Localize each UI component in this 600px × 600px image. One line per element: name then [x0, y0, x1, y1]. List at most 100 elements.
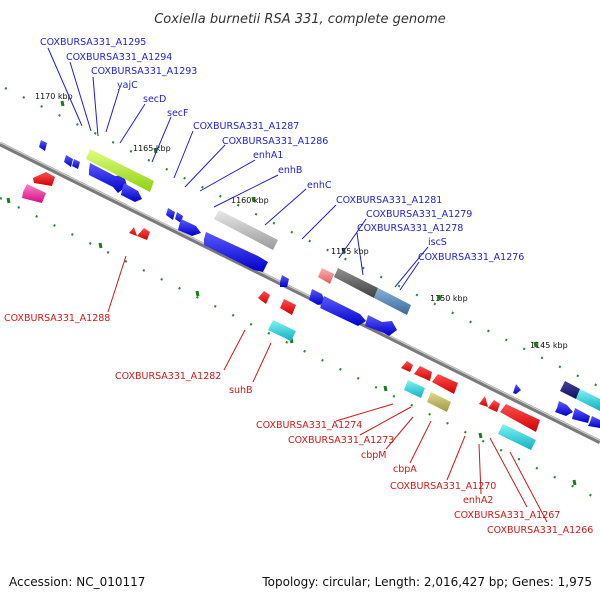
gene-box-cyan[interactable]	[498, 424, 536, 450]
callout-line	[119, 103, 146, 144]
callout-line	[301, 204, 337, 240]
gene-label[interactable]: COXBURSA331_A1266	[487, 525, 593, 536]
gene-arrow[interactable]	[432, 374, 458, 394]
gene-label[interactable]: COXBURSA331_A1274	[256, 420, 362, 431]
gene-label[interactable]: cbpM	[361, 450, 386, 461]
gene-arrow[interactable]	[204, 232, 268, 272]
gene-label[interactable]: COXBURSA331_A1286	[222, 136, 328, 147]
genome-summary-text: Topology: circular; Length: 2,016,427 bp…	[261, 575, 592, 589]
callout-line	[409, 420, 432, 464]
forward-gene-labels: COXBURSA331_A1295 COXBURSA331_A1294 COXB…	[40, 37, 524, 263]
tick-mark	[572, 479, 577, 486]
callout-line	[252, 342, 272, 383]
callout-line	[92, 76, 99, 137]
gene-arrow[interactable]	[39, 140, 47, 151]
gene-box-navy[interactable]	[560, 381, 580, 399]
gene-label[interactable]: COXBURSA331_A1270	[390, 481, 496, 492]
gene-arrow[interactable]	[572, 408, 590, 423]
gene-label[interactable]: iscS	[428, 237, 447, 248]
gene-label[interactable]: enhC	[307, 180, 332, 191]
gene-label[interactable]: enhA1	[253, 150, 283, 161]
gene-box-cyan[interactable]	[576, 389, 600, 411]
gene-label[interactable]: COXBURSA331_A1282	[115, 371, 221, 382]
gene-arrow[interactable]	[280, 299, 296, 315]
accession-text: Accession: NC_010117	[9, 575, 145, 589]
gene-box-cyan[interactable]	[404, 380, 425, 398]
tick-mark	[251, 196, 256, 203]
tick-mark	[341, 247, 346, 254]
callout-line	[107, 255, 127, 313]
gene-arrow[interactable]	[588, 416, 600, 428]
gene-label[interactable]: COXBURSA331_A1294	[66, 52, 172, 63]
gene-arrow[interactable]	[365, 315, 397, 336]
gene-label[interactable]: COXBURSA331_A1276	[418, 252, 524, 263]
callout-line	[335, 403, 394, 422]
gene-arrow[interactable]	[280, 275, 289, 287]
gene-arrow[interactable]	[89, 163, 127, 193]
gene-arrow[interactable]	[414, 366, 432, 381]
gene-label[interactable]: secD	[143, 94, 166, 105]
callout-line	[394, 246, 429, 288]
kbp-ticks-inner	[6, 197, 577, 486]
gene-arrow[interactable]	[166, 208, 175, 220]
gene-label[interactable]: COXBURSA331_A1278	[357, 223, 463, 234]
callout-line	[105, 89, 120, 133]
gene-arrow[interactable]	[555, 401, 573, 416]
gene-label[interactable]: enhB	[278, 165, 302, 176]
gene-label[interactable]: COXBURSA331_A1295	[40, 37, 146, 48]
callout-line	[509, 451, 548, 523]
kbp-label: 1165 kbp	[133, 144, 171, 153]
gene-label[interactable]: COXBURSA331_A1273	[288, 435, 394, 446]
gene-box-darkgray[interactable]	[334, 268, 378, 298]
gene-label[interactable]: enhA2	[463, 495, 493, 506]
gene-arrow[interactable]	[33, 172, 55, 186]
gene-box-gray[interactable]	[214, 210, 278, 250]
gene-arrow[interactable]	[178, 219, 201, 236]
tick-mark	[478, 432, 483, 439]
gene-label[interactable]: COXBURSA331_A1287	[193, 121, 299, 132]
gene-arrow[interactable]	[72, 159, 80, 169]
gene-label[interactable]: COXBURSA331_A1293	[91, 66, 197, 77]
gene-label[interactable]: cbpA	[393, 464, 417, 475]
gene-label[interactable]: secF	[167, 108, 188, 119]
gene-arrow[interactable]	[401, 361, 413, 372]
genome-backbone	[0, 141, 600, 445]
gene-arrow[interactable]	[479, 396, 488, 407]
gene-arrow[interactable]	[488, 400, 500, 412]
callout-line	[184, 144, 226, 188]
gene-arrow[interactable]	[137, 228, 150, 240]
gene-arrow[interactable]	[513, 384, 521, 394]
callout-line	[478, 443, 482, 495]
gene-box-olive[interactable]	[427, 392, 451, 412]
gene-label[interactable]: suhB	[229, 385, 253, 396]
gene-box-salmon[interactable]	[318, 268, 334, 284]
gene-box-cyan[interactable]	[268, 320, 296, 341]
gene-label[interactable]: yajC	[117, 80, 138, 91]
gene-box-pink[interactable]	[22, 184, 46, 203]
tick-mark	[383, 385, 388, 392]
gene-arrow[interactable]	[64, 155, 73, 167]
callout-line	[151, 116, 172, 163]
gene-arrow[interactable]	[500, 404, 540, 432]
gene-label[interactable]: COXBURSA331_A1279	[366, 209, 472, 220]
gene-label[interactable]: COXBURSA331_A1288	[4, 313, 110, 324]
gene-box-steel[interactable]	[374, 288, 411, 315]
reverse-strand-genes	[22, 172, 540, 450]
gene-box-lime[interactable]	[86, 149, 154, 192]
callout-line	[264, 188, 307, 226]
gene-arrow[interactable]	[320, 296, 366, 326]
gene-label[interactable]: COXBURSA331_A1281	[336, 195, 442, 206]
reverse-gene-labels: COXBURSA331_A1288 COXBURSA331_A1282 suhB…	[4, 313, 593, 536]
gene-arrow[interactable]	[258, 291, 270, 304]
gene-arrow[interactable]	[121, 183, 142, 202]
callout-line	[385, 416, 414, 450]
gene-arrow[interactable]	[309, 289, 325, 305]
forward-strand-genes	[39, 140, 600, 428]
gene-arrow[interactable]	[129, 227, 137, 236]
callout-line	[338, 218, 367, 259]
tick-mark	[195, 290, 200, 297]
gene-label[interactable]: COXBURSA331_A1267	[454, 510, 560, 521]
callout-line	[489, 437, 528, 508]
tick-mark	[533, 341, 538, 348]
